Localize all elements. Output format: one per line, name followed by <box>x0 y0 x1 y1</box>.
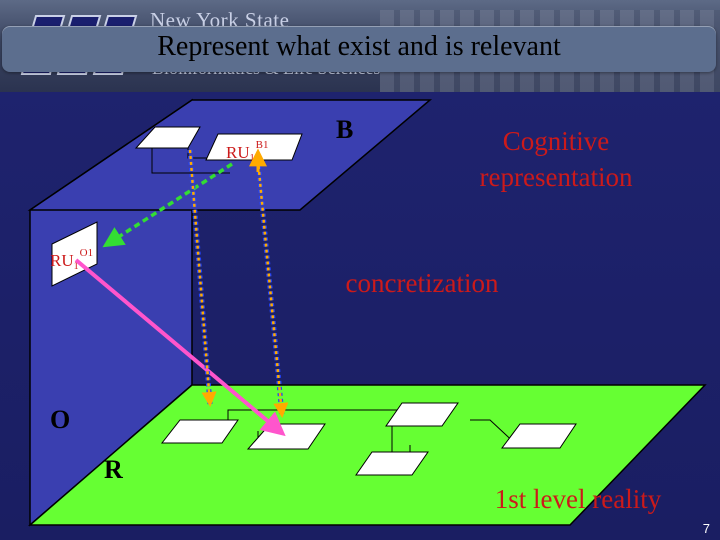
b-plane-rect <box>134 126 201 149</box>
slide-title: Represent what exist and is relevant <box>157 31 561 62</box>
r-rect-5 <box>355 451 429 476</box>
r-plane-label: R <box>104 455 123 484</box>
title-bar: Represent what exist and is relevant <box>2 26 716 72</box>
ru-o1-label: RU1O1 <box>50 247 93 272</box>
r-rect-4 <box>501 423 577 449</box>
o-plane-label: O <box>50 405 70 434</box>
r-rect-3 <box>385 402 459 427</box>
b-to-r-dotted-right <box>256 159 289 418</box>
slide-header: New York State Bioinformatics & Life Sci… <box>0 0 720 92</box>
b-plane-label: B <box>336 115 353 144</box>
concretization-arrow-pink <box>74 258 286 437</box>
reality-caption: 1st level reality <box>495 484 662 514</box>
concretization-caption: concretization <box>346 268 499 298</box>
cognitive-caption-line2: representation <box>480 162 633 192</box>
cognitive-caption-line1: Cognitive <box>503 126 610 156</box>
ru-b1-box <box>205 133 303 161</box>
r-rect-1 <box>160 419 239 444</box>
cognition-arrow-green <box>102 162 233 248</box>
b-to-r-dotted-left <box>188 149 217 407</box>
ru-o1-box <box>51 221 98 287</box>
page-number: 7 <box>702 521 710 536</box>
